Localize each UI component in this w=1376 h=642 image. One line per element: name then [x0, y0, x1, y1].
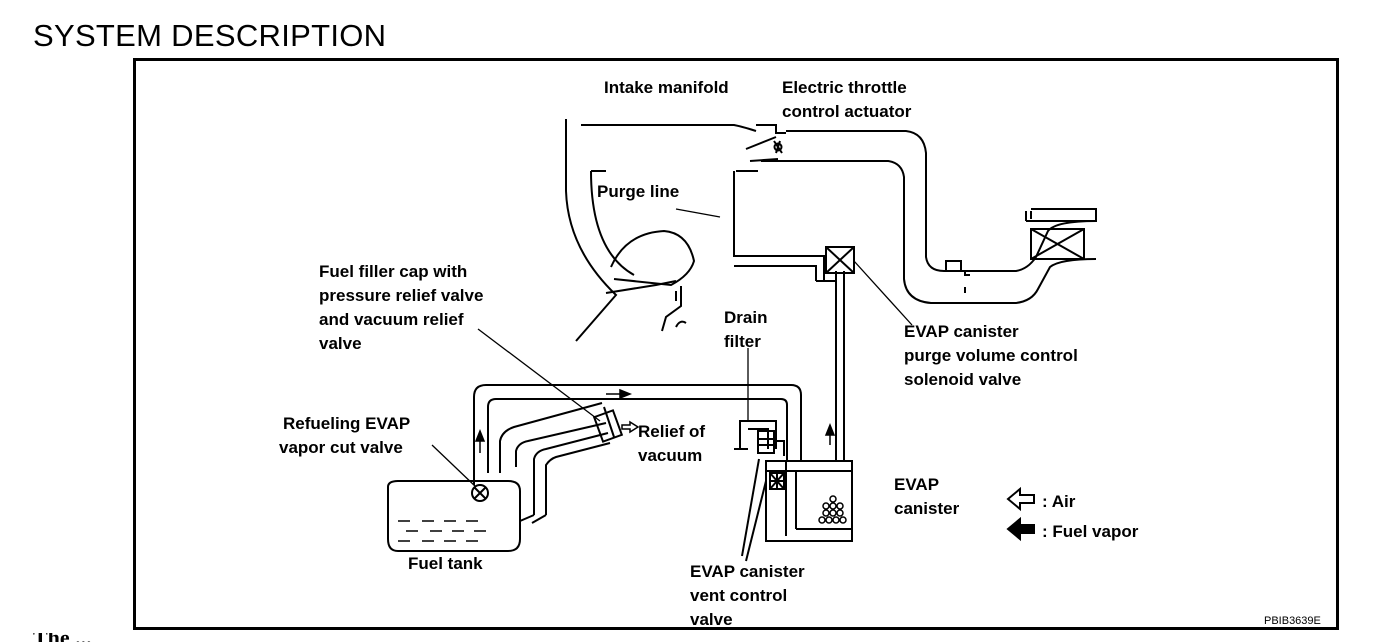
label-cap-line3: and vacuum relief	[319, 310, 464, 329]
label-refuel-line1: Refueling EVAP	[283, 414, 410, 433]
label-throttle-line2: control actuator	[782, 102, 912, 121]
purge-volume-control-valve	[825, 246, 855, 274]
refueling-vapor-cut-valve	[471, 484, 489, 502]
label-cap-line2: pressure relief valve	[319, 286, 483, 305]
label-vent-line3: valve	[690, 610, 733, 627]
label-cap-line4: valve	[319, 334, 362, 353]
intake-manifold	[565, 119, 1097, 342]
leader-lines	[431, 208, 913, 488]
diagram-canvas: Intake manifold Electric throttle contro…	[279, 78, 1321, 627]
page-title: SYSTEM DESCRIPTION	[33, 18, 387, 53]
label-purge-line: Purge line	[597, 182, 679, 201]
label-vent-line2: vent control	[690, 586, 787, 605]
body-text-fragment: The ...	[33, 633, 1343, 642]
label-relief-line2: vacuum	[638, 446, 702, 465]
air-box	[945, 208, 1097, 293]
label-canister-line1: EVAP	[894, 475, 939, 494]
throttle-actuator	[756, 124, 791, 162]
evap-system-diagram: Intake manifold Electric throttle contro…	[133, 58, 1339, 630]
legend-fuel-vapor-label: : Fuel vapor	[1042, 522, 1139, 541]
label-purge-valve-line2: purge volume control	[904, 346, 1078, 365]
fuel-filler-cap	[592, 406, 624, 443]
label-purge-valve-line1: EVAP canister	[904, 322, 1019, 341]
legend-air-icon	[1006, 486, 1035, 512]
diagram-labels: Intake manifold Electric throttle contro…	[279, 78, 1321, 627]
fuel-level-dashes	[398, 520, 486, 542]
label-vent-line1: EVAP canister	[690, 562, 805, 581]
label-drain-line1: Drain	[724, 308, 767, 327]
fuel-tank	[387, 480, 521, 552]
engine-head	[605, 229, 696, 332]
label-throttle-line1: Electric throttle	[782, 78, 907, 97]
filler-neck	[499, 402, 611, 524]
legend-air-label: : Air	[1042, 492, 1076, 511]
label-relief-line1: Relief of	[638, 422, 705, 441]
vent-control-valve	[741, 440, 785, 562]
label-intake-manifold: Intake manifold	[604, 78, 729, 97]
evap-canister	[757, 396, 853, 542]
legend-fuel-vapor-icon	[1006, 516, 1035, 542]
label-fuel-tank: Fuel tank	[408, 554, 483, 573]
cut-off-body-text: The ...	[33, 633, 1343, 642]
flow-arrows	[474, 388, 836, 453]
canister-charcoal	[818, 495, 847, 524]
label-drain-line2: filter	[724, 332, 761, 351]
figure-code: PBIB3639E	[1264, 615, 1321, 627]
label-refuel-line2: vapor cut valve	[279, 438, 403, 457]
vapor-line	[473, 384, 802, 485]
label-purge-valve-line3: solenoid valve	[904, 370, 1021, 389]
relief-air-arrow	[621, 420, 640, 434]
label-canister-line2: canister	[894, 499, 960, 518]
label-cap-line1: Fuel filler cap with	[319, 262, 467, 281]
drain-filter	[734, 420, 777, 450]
